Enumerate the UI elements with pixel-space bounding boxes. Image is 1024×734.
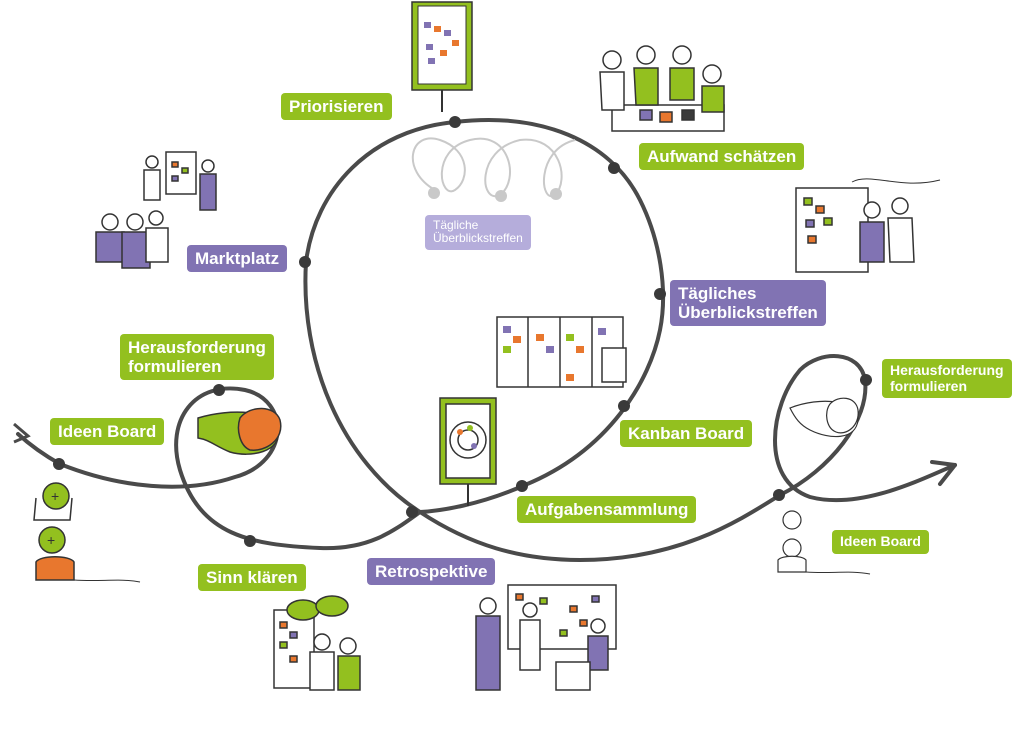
label-herausforderung-left: Herausforderung formulieren xyxy=(120,334,274,381)
label-herausforderung-left-line2: formulieren xyxy=(128,357,222,377)
label-herausforderung-right: Herausforderung formulieren xyxy=(882,359,1012,399)
daily-loop-nodes xyxy=(428,187,562,202)
retrospective-illustration xyxy=(475,584,617,691)
label-ideen-board-left: Ideen Board xyxy=(50,418,165,446)
label-herausforderung-left-line1: Herausforderung xyxy=(128,338,266,357)
kanban-board-illustration xyxy=(496,316,627,388)
task-collection-flipchart-illustration xyxy=(439,397,497,506)
label-herausforderung-right-line1: Herausforderung xyxy=(890,362,1004,378)
path-nodes xyxy=(53,116,872,547)
label-sinn-klaeren: Sinn klären xyxy=(198,564,306,592)
challenge-outline-illustration xyxy=(789,397,859,438)
label-retrospektive: Retrospektive xyxy=(367,558,496,586)
challenge-blob-illustration xyxy=(197,407,282,455)
exit-arrowhead xyxy=(930,460,957,486)
label-priorisieren: Priorisieren xyxy=(281,93,392,121)
label-aufwand-schaetzen: Aufwand schätzen xyxy=(639,143,805,171)
label-taegliches-ueberblickstreffen: Tägliches Überblickstreffen xyxy=(670,280,826,327)
svg-text:+: + xyxy=(47,532,55,548)
svg-text:+: + xyxy=(51,488,59,504)
label-taegliches-line1: Tägliches xyxy=(678,284,757,303)
label-taegliches-line2: Überblickstreffen xyxy=(678,303,818,323)
label-taegliche-line2: Überblickstreffen xyxy=(433,231,523,246)
flipchart-prioritize-illustration xyxy=(411,1,473,112)
marketplace-illustration xyxy=(95,151,217,269)
entry-arrow xyxy=(13,422,31,444)
sense-clarification-illustration xyxy=(273,595,361,691)
daily-loops xyxy=(411,137,576,198)
label-ideen-board-right: Ideen Board xyxy=(832,530,929,554)
label-aufgabensammlung: Aufgabensammlung xyxy=(517,496,697,524)
team-estimation-illustration xyxy=(599,45,725,132)
label-taegliche-ueberblickstreffen: Tägliche Überblickstreffen xyxy=(425,215,531,250)
label-taegliche-line1: Tägliche xyxy=(433,218,479,232)
idea-board-stack-illustration: + + xyxy=(33,482,141,583)
label-herausforderung-right-line2: formulieren xyxy=(890,377,968,394)
label-marktplatz: Marktplatz xyxy=(187,245,288,273)
daily-standup-illustration xyxy=(795,178,941,273)
label-kanban-board: Kanban Board xyxy=(620,420,753,448)
idea-board-stack-right-illustration xyxy=(777,510,871,575)
process-path xyxy=(16,118,957,563)
